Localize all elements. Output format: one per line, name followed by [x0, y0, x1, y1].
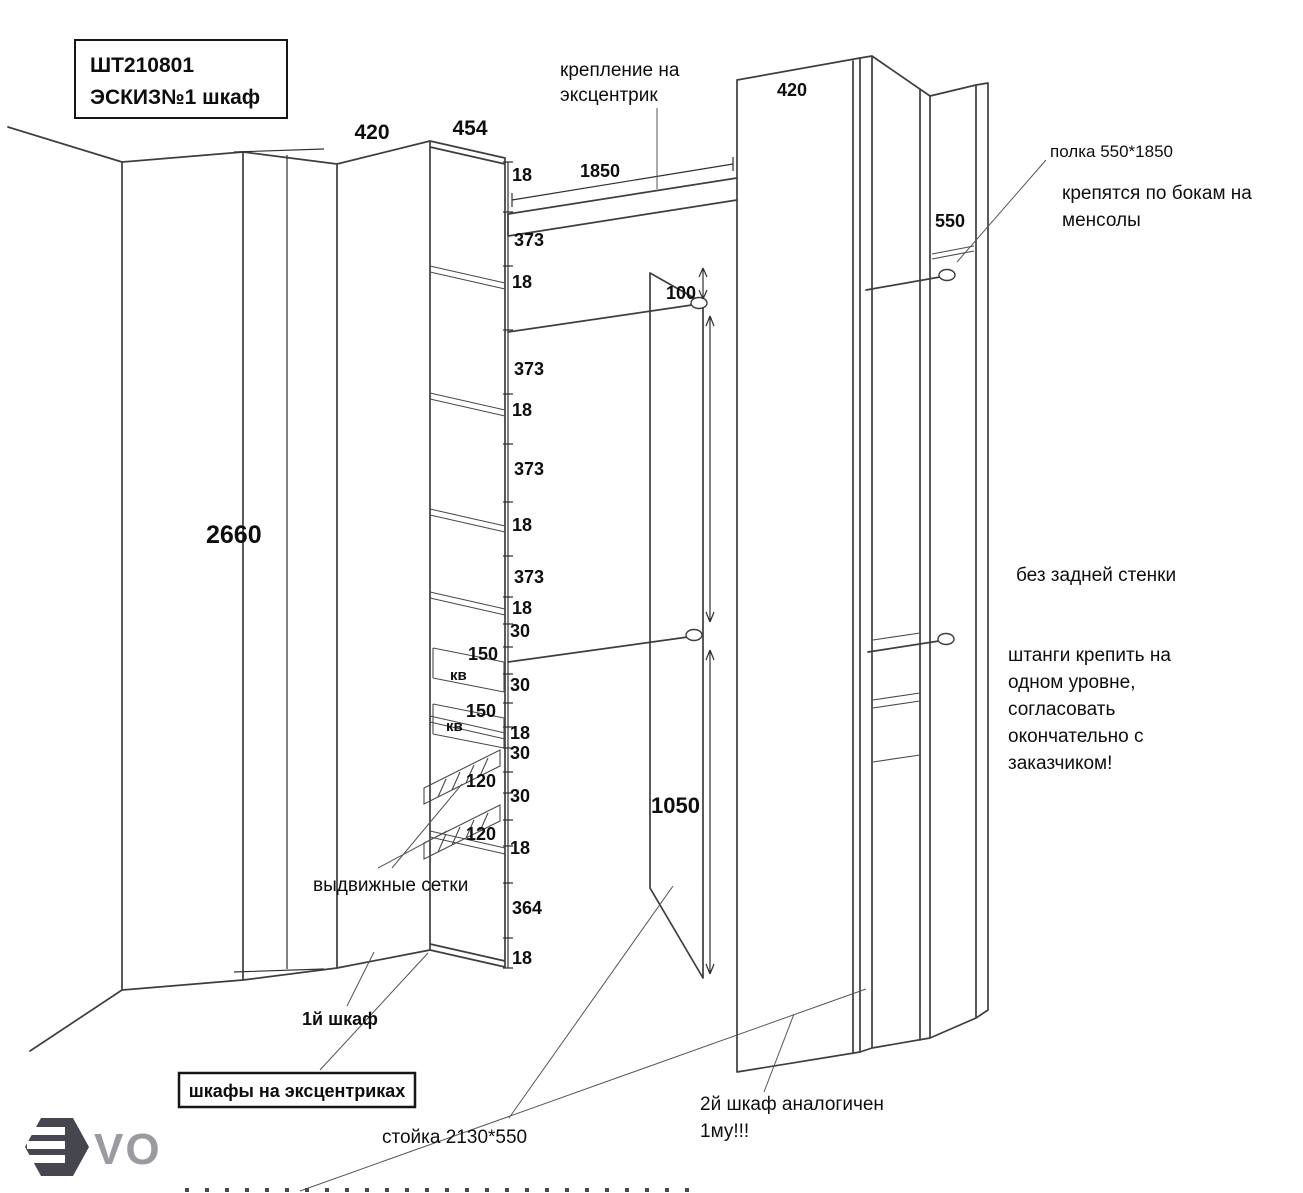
chain-label: 30: [510, 786, 530, 806]
title-code: ШТ210801: [90, 54, 194, 77]
note-eccentric-line2: эксцентрик: [560, 85, 658, 106]
chain-label: 373: [514, 359, 544, 379]
note-shelf: полка 550*1850: [1050, 142, 1173, 161]
kv-label: кв: [450, 667, 467, 684]
right-cabinet-structure: [859, 55, 989, 1053]
chain-label: 120: [466, 824, 496, 844]
dimension-100-lines: [698, 267, 708, 300]
chain-label: 373: [514, 567, 544, 587]
wardrobe2-panel: [736, 57, 861, 1073]
dim-454: 454: [452, 117, 487, 140]
chain-label: 18: [512, 272, 532, 292]
dimension-1050-lines: [705, 315, 715, 975]
dimension-2660-lines: [233, 148, 325, 973]
note-rods-line4: окончательно с: [1008, 726, 1143, 747]
chain-label: 373: [514, 459, 544, 479]
rod-end-cap: [938, 268, 956, 282]
note-wardrobe2-line2: 1му!!!: [700, 1121, 749, 1142]
room-corner-lines: [7, 126, 123, 1052]
dimension-chain-lines: [503, 161, 513, 969]
chain-label: 30: [510, 675, 530, 695]
wardrobe1-panels: [121, 151, 338, 991]
rod-end-cap: [685, 628, 703, 642]
kv-label: кв: [446, 718, 463, 735]
pullout-baskets: [423, 647, 505, 860]
chain-label: 373: [514, 230, 544, 250]
dim-550: 550: [935, 211, 965, 231]
top-shelf-1850: [507, 157, 738, 237]
note-rods-line1: штанги крепить на: [1008, 645, 1171, 666]
note-eccentric-line1: крепление на: [560, 60, 680, 81]
leader-lines: [299, 108, 1047, 1192]
note-rods-line3: согласовать: [1008, 699, 1115, 720]
dim-1850: 1850: [580, 161, 620, 181]
rod-end-cap: [690, 296, 708, 310]
dim-1050: 1050: [651, 793, 700, 818]
stand-structure: [336, 140, 506, 969]
chain-label: 18: [512, 948, 532, 968]
logo-stripe: [27, 1127, 65, 1135]
note-brackets-line1: крепятся по бокам на: [1062, 183, 1252, 204]
chain-label: 18: [512, 400, 532, 420]
dim-100: 100: [666, 283, 696, 303]
chain-label: 18: [512, 515, 532, 535]
hanging-rods: [507, 268, 956, 663]
chain-label: 150: [468, 644, 498, 664]
chain-label: 18: [512, 165, 532, 185]
chain-label: 150: [466, 701, 496, 721]
note-rods-line5: заказчиком!: [1008, 753, 1112, 774]
dim-420-cabinet: 420: [777, 80, 807, 100]
note-baskets: выдвижные сетки: [313, 875, 468, 896]
logo-stripe: [27, 1155, 65, 1163]
note-stand: стойка 2130*550: [382, 1127, 527, 1148]
logo-text: VO: [94, 1125, 162, 1174]
rod-end-cap: [937, 632, 955, 646]
chain-label: 18: [512, 598, 532, 618]
note-brackets-line2: менсолы: [1062, 210, 1141, 231]
chain-label: 30: [510, 743, 530, 763]
note-wardrobe2-line1: 2й шкаф аналогичен: [700, 1094, 884, 1115]
chain-label: 30: [510, 621, 530, 641]
chain-label: 120: [466, 771, 496, 791]
note-no-back: без задней стенки: [1016, 565, 1176, 586]
chain-label: 364: [512, 898, 542, 918]
title-block-box: [74, 39, 288, 119]
partition-panel: [649, 272, 704, 979]
evo-logo: VO: [25, 1118, 162, 1176]
dim-420-left: 420: [354, 121, 389, 144]
chain-label: 18: [510, 723, 530, 743]
eccentric-note-box: [177, 1071, 417, 1109]
title-name: ЭСКИЗ№1 шкаф: [90, 86, 260, 109]
chain-label: 18: [510, 838, 530, 858]
dim-2660: 2660: [206, 521, 262, 549]
note-rods-line2: одном уровне,: [1008, 672, 1136, 693]
logo-stripe: [27, 1141, 65, 1149]
note-wardrobe1: 1й шкаф: [302, 1009, 378, 1029]
eccentric-box-label: шкафы на эксцентриках: [189, 1081, 406, 1101]
